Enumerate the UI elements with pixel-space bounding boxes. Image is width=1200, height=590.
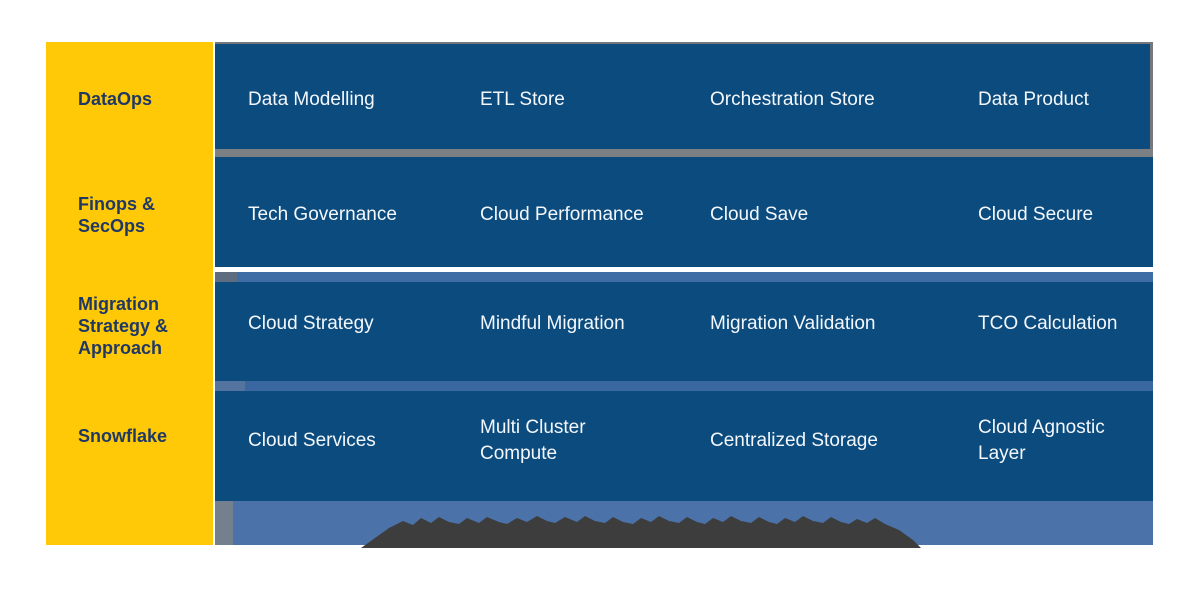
matrix-cell: Cloud Secure bbox=[978, 157, 1143, 267]
cell-text: Compute bbox=[480, 443, 558, 464]
rail-label-line: Strategy & bbox=[78, 315, 169, 336]
cell-text: Migration Validation bbox=[710, 312, 876, 334]
separator-artifact-patch bbox=[215, 272, 237, 282]
rail-label-snowflake: Snowflake bbox=[46, 391, 213, 501]
rail-label-line: Finops & bbox=[78, 193, 155, 214]
cell-text: TCO Calculation bbox=[978, 312, 1118, 334]
cell-text: Cloud Strategy bbox=[248, 312, 374, 334]
rail-label-finops-secops: Finops & SecOps bbox=[46, 157, 213, 267]
cell-text: Cloud Agnostic bbox=[978, 417, 1105, 438]
row-separator-lightblue bbox=[215, 272, 1153, 282]
category-rail bbox=[46, 42, 213, 545]
cell-text: Data Modelling bbox=[248, 88, 375, 110]
rail-label-dataops: DataOps bbox=[46, 42, 213, 149]
rail-label-line: DataOps bbox=[78, 88, 153, 109]
rail-label-migration-strategy: Migration Strategy & Approach bbox=[46, 282, 213, 381]
matrix-cell: Migration Validation bbox=[710, 282, 966, 381]
row-separator-lightblue bbox=[215, 381, 1153, 391]
matrix-row-migration-strategy: Cloud Strategy Mindful Migration Migrati… bbox=[215, 282, 1153, 381]
cell-text: Data Product bbox=[978, 88, 1089, 110]
cell-text: Tech Governance bbox=[248, 203, 397, 225]
row-separator-gray bbox=[215, 149, 1153, 157]
cell-text: Centralized Storage bbox=[710, 430, 878, 451]
separator-artifact-patch bbox=[215, 501, 233, 545]
matrix-cell: Cloud Services bbox=[248, 391, 468, 501]
cell-text: ETL Store bbox=[480, 88, 565, 110]
matrix-cell: Centralized Storage bbox=[710, 391, 966, 501]
cropped-caption-shape bbox=[361, 516, 921, 548]
matrix-row-finops-secops: Tech Governance Cloud Performance Cloud … bbox=[215, 157, 1153, 267]
rail-label-line: Migration bbox=[78, 293, 159, 314]
matrix-cell: Cloud Agnostic Layer bbox=[978, 391, 1143, 501]
matrix-cell: TCO Calculation bbox=[978, 282, 1143, 381]
matrix-cell: Data Product bbox=[978, 44, 1143, 149]
cell-text: Multi Cluster bbox=[480, 417, 586, 438]
matrix-cell: Orchestration Store bbox=[710, 44, 966, 149]
matrix-cell: Cloud Save bbox=[710, 157, 966, 267]
matrix-row-snowflake: Cloud Services Multi Cluster Compute Cen… bbox=[215, 391, 1153, 501]
matrix-cell: Cloud Strategy bbox=[248, 282, 468, 381]
cell-text: Cloud Secure bbox=[978, 203, 1094, 225]
matrix-cell: Mindful Migration bbox=[480, 282, 698, 381]
cell-text: Layer bbox=[978, 443, 1026, 464]
rail-label-line: SecOps bbox=[78, 215, 146, 236]
separator-artifact-patch bbox=[215, 381, 245, 391]
matrix-cell: ETL Store bbox=[480, 44, 698, 149]
cell-text: Orchestration Store bbox=[710, 88, 875, 110]
matrix-cell: Data Modelling bbox=[248, 44, 468, 149]
matrix-cell: Cloud Performance bbox=[480, 157, 698, 267]
row-separator-white bbox=[215, 267, 1153, 272]
cell-text: Cloud Performance bbox=[480, 203, 644, 225]
rail-label-line: Snowflake bbox=[78, 426, 168, 446]
matrix-cell: Tech Governance bbox=[248, 157, 468, 267]
rail-label-line: Approach bbox=[78, 337, 163, 358]
matrix-row-dataops: Data Modelling ETL Store Orchestration S… bbox=[215, 42, 1153, 149]
cell-text: Mindful Migration bbox=[480, 312, 625, 334]
cell-text: Cloud Save bbox=[710, 203, 809, 225]
matrix-cell: Multi Cluster Compute bbox=[480, 391, 698, 501]
cell-text: Cloud Services bbox=[248, 430, 376, 451]
